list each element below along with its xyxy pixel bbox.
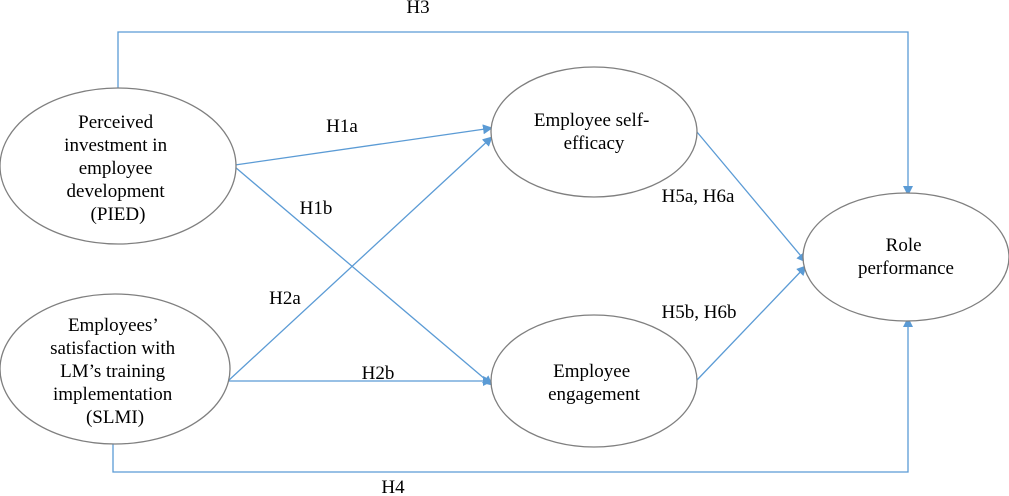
- node-employee-engagement: Employee engagement: [490, 314, 698, 448]
- node-pied: Perceived investment in employee develop…: [0, 87, 237, 245]
- node-self-efficacy-shape: [490, 66, 698, 198]
- node-pied-line-4: development: [67, 181, 166, 202]
- node-slmi-text: Employees’ satisfaction with LM’s traini…: [50, 315, 180, 428]
- node-self-efficacy-line-2: efficacy: [564, 133, 625, 154]
- node-slmi-line-1: Employees’: [68, 315, 157, 336]
- arrow-h2a: [227, 136, 493, 382]
- edge-label-h5a-h6a: H5a, H6a: [662, 186, 735, 207]
- node-engagement-line-2: engagement: [548, 384, 641, 405]
- node-pied-line-2: investment in: [64, 135, 167, 156]
- node-engagement-line-1: Employee: [553, 361, 630, 382]
- node-engagement-text: Employee engagement: [548, 361, 641, 405]
- node-pied-shape: [0, 87, 237, 245]
- node-role-performance-line-1: Role: [886, 235, 922, 256]
- arrow-h1a: [234, 124, 493, 166]
- edge-label-h1a: H1a: [326, 116, 358, 137]
- edge-label-h2b: H2b: [362, 363, 395, 384]
- edge-label-h1b: H1b: [300, 198, 333, 219]
- edge-label-h3: H3: [406, 0, 429, 18]
- node-self-efficacy-text: Employee self- efficacy: [534, 110, 654, 154]
- edge-label-h5b-h6b: H5b, H6b: [662, 302, 737, 323]
- arrow-h5b-h6b: [696, 265, 807, 381]
- node-self-efficacy-line-1: Employee self-: [534, 110, 650, 131]
- node-pied-line-5: (PIED): [91, 204, 146, 225]
- node-slmi-line-5: (SLMI): [86, 407, 144, 428]
- node-role-performance: Role performance: [802, 192, 1009, 322]
- node-slmi-line-4: implementation: [53, 384, 173, 405]
- node-role-performance-line-2: performance: [858, 258, 954, 279]
- node-slmi-line-3: LM’s training: [60, 361, 166, 382]
- arrow-h1b: [234, 166, 493, 386]
- edge-label-h2a: H2a: [269, 288, 301, 309]
- node-slmi: Employees’ satisfaction with LM’s traini…: [0, 293, 231, 445]
- node-role-performance-text: Role performance: [858, 235, 954, 279]
- node-pied-line-1: Perceived: [78, 112, 153, 133]
- arrow-h5a-h6a: [696, 131, 807, 263]
- node-pied-text: Perceived investment in employee develop…: [64, 112, 172, 225]
- arrow-h4: [112, 317, 913, 473]
- node-role-performance-shape: [802, 192, 1009, 322]
- node-slmi-shape: [0, 293, 231, 445]
- node-engagement-shape: [490, 314, 698, 448]
- node-pied-line-3: employee: [79, 158, 153, 179]
- arrow-h3: [117, 31, 913, 196]
- node-employee-self-efficacy: Employee self- efficacy: [490, 66, 698, 198]
- node-slmi-line-2: satisfaction with: [50, 338, 176, 359]
- edge-label-h4: H4: [381, 477, 405, 496]
